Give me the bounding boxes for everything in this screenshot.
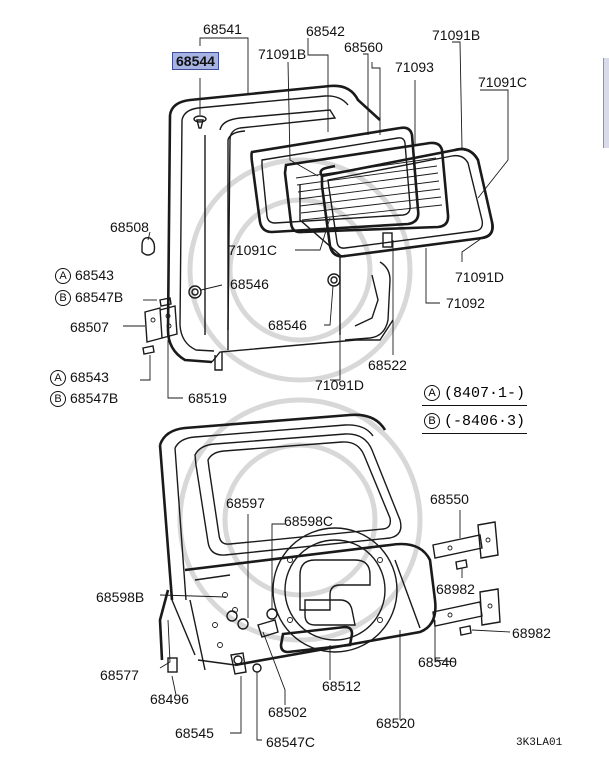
lower-small-parts <box>226 521 501 675</box>
part-label-68541[interactable]: 68541 <box>203 21 242 37</box>
part-label-68982-upper[interactable]: 68982 <box>436 581 475 597</box>
upper-small-parts <box>141 115 341 355</box>
legend: A(8407·1-) B(-8406·3) <box>422 382 528 434</box>
part-label-71091c-left[interactable]: 71091C <box>228 242 278 258</box>
marker-a: A <box>50 370 66 387</box>
part-label-68512[interactable]: 68512 <box>322 678 361 694</box>
lower-door-outline <box>158 413 437 673</box>
part-label-68550[interactable]: 68550 <box>430 491 469 507</box>
legend-marker-b: B <box>424 413 440 430</box>
part-label-68546-left[interactable]: 68546 <box>230 276 269 292</box>
legend-marker-a: A <box>424 385 440 402</box>
part-label-68522[interactable]: 68522 <box>368 357 407 373</box>
part-label-68982-lower[interactable]: 68982 <box>512 625 551 641</box>
part-label-68560[interactable]: 68560 <box>344 39 383 55</box>
part-label-68507[interactable]: 68507 <box>70 319 109 335</box>
part-label-68546-center[interactable]: 68546 <box>268 317 307 333</box>
part-label-68545[interactable]: 68545 <box>175 725 214 741</box>
part-label-71091c-right[interactable]: 71091C <box>478 74 528 90</box>
part-label-68540[interactable]: 68540 <box>418 654 457 670</box>
drawing-code: 3K3LA01 <box>516 737 563 749</box>
part-label-68520[interactable]: 68520 <box>376 715 415 731</box>
part-label-71091b-left[interactable]: 71091B <box>258 46 307 62</box>
part-label-68542[interactable]: 68542 <box>306 23 345 39</box>
part-label-71091b-right[interactable]: 71091B <box>432 27 481 43</box>
part-label-68577[interactable]: 68577 <box>100 667 139 683</box>
leader-lines <box>123 37 511 741</box>
part-label-71091d-lower[interactable]: 71091D <box>315 377 365 393</box>
legend-row-b: B(-8406·3) <box>422 410 528 434</box>
part-label-68598b[interactable]: 68598B <box>96 589 145 605</box>
part-label-68598c[interactable]: 68598C <box>284 513 334 529</box>
glass-and-weatherstrips <box>250 126 494 258</box>
part-label-71093[interactable]: 71093 <box>395 59 434 75</box>
marker-a: A <box>55 268 71 285</box>
legend-row-a: A(8407·1-) <box>422 382 528 406</box>
marker-b: B <box>55 290 71 307</box>
part-label-68597[interactable]: 68597 <box>226 495 265 511</box>
window-edge-strip <box>603 58 609 148</box>
part-label-68502[interactable]: 68502 <box>268 704 307 720</box>
part-label-68547c[interactable]: 68547C <box>266 734 316 750</box>
part-label-71092[interactable]: 71092 <box>446 295 485 311</box>
upper-door-outline <box>166 84 394 371</box>
part-label-71091d-right[interactable]: 71091D <box>455 269 505 285</box>
part-label-68508[interactable]: 68508 <box>110 219 149 235</box>
part-label-68519[interactable]: 68519 <box>188 390 227 406</box>
part-label-68496[interactable]: 68496 <box>150 691 189 707</box>
marker-b: B <box>50 391 66 408</box>
part-label-68544-highlighted[interactable]: 68544 <box>172 52 219 70</box>
